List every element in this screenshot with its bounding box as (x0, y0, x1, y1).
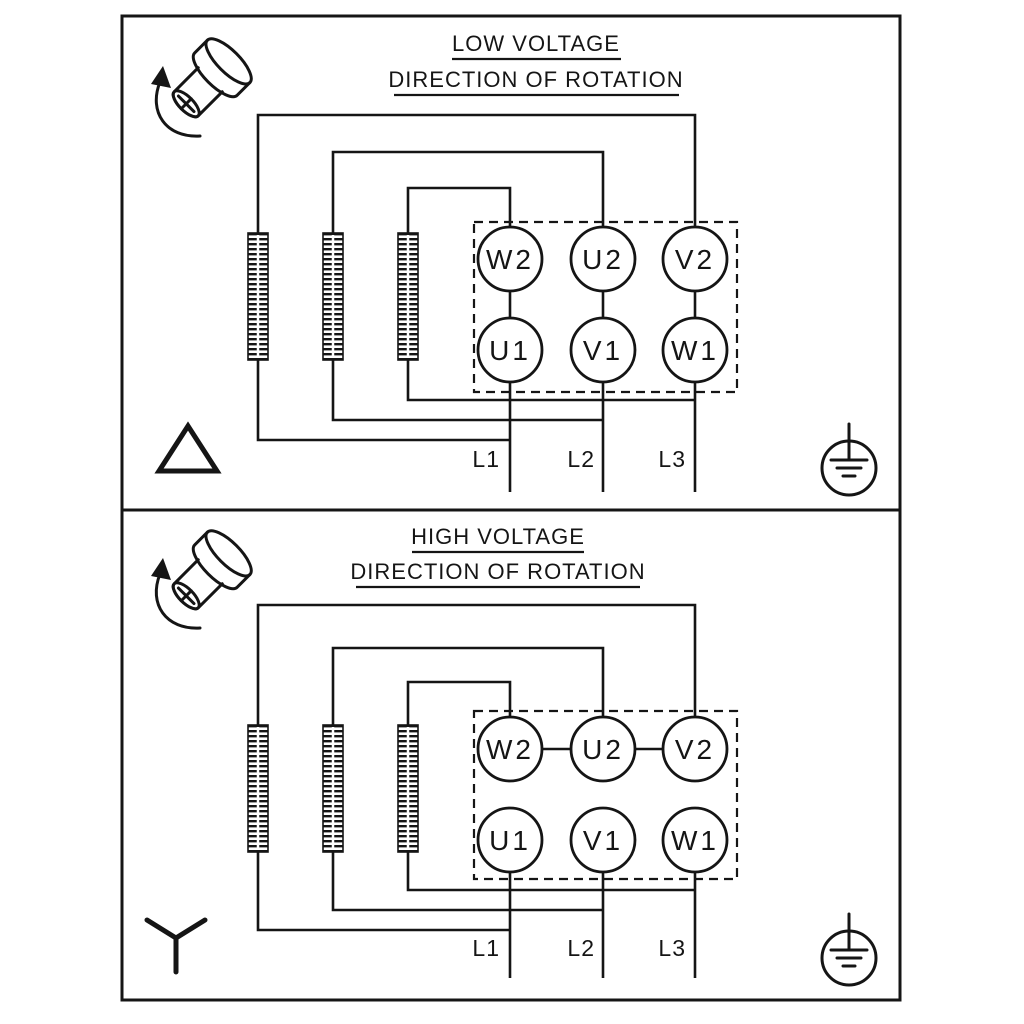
wire-phase-3 (406, 680, 695, 892)
terminal-box (472, 709, 739, 881)
terminal-label: U1 (489, 335, 531, 366)
panel-border (120, 508, 902, 1002)
terminal-W2 (476, 715, 544, 783)
winding-coil (396, 723, 420, 854)
terminal-label: W2 (486, 244, 534, 275)
rotation-direction-icon (149, 30, 260, 138)
terminal-V2 (661, 715, 729, 783)
line-label-L2: L2 (567, 446, 595, 472)
wire-phase-1 (256, 603, 697, 932)
terminal-V2 (661, 225, 729, 293)
line-label-L2: L2 (567, 935, 595, 961)
terminal-V1 (569, 316, 637, 384)
line-label-L3: L3 (658, 935, 686, 961)
terminal-label: U2 (582, 734, 624, 765)
line-label-L1: L1 (472, 935, 500, 961)
terminal-label: V2 (675, 244, 715, 275)
terminal-W1 (661, 316, 729, 384)
wire-phase-1 (256, 113, 697, 442)
terminal-box (472, 220, 739, 394)
terminal-W1 (661, 806, 729, 874)
earth-ground-icon (820, 912, 878, 987)
winding-wires (256, 113, 697, 492)
winding-coil (321, 723, 345, 854)
panel-subtitle: DIRECTION OF ROTATION (350, 559, 645, 584)
terminal-U1 (476, 806, 544, 874)
panel-title: HIGH VOLTAGE (411, 524, 585, 549)
panel-title: LOW VOLTAGE (452, 31, 620, 56)
winding-coil (246, 723, 270, 854)
terminal-W2 (476, 225, 544, 293)
winding-coil (396, 231, 420, 362)
panel-subtitle: DIRECTION OF ROTATION (388, 67, 683, 92)
terminal-U2 (569, 225, 637, 293)
terminal-label: W2 (486, 734, 534, 765)
winding-coil (321, 231, 345, 362)
terminal-label: W1 (671, 825, 719, 856)
terminal-label: W1 (671, 335, 719, 366)
terminal-label: V2 (675, 734, 715, 765)
terminal-label: V1 (583, 825, 623, 856)
panel-high-voltage: HIGH VOLTAGE DIRECTION OF ROTATION W2 U2… (120, 508, 902, 1002)
delta-connection-icon (154, 421, 222, 474)
line-label-L3: L3 (658, 446, 686, 472)
winding-coil (246, 231, 270, 362)
earth-ground-icon (820, 422, 878, 497)
star-connection-icon (144, 917, 208, 975)
rotation-direction-icon (149, 522, 260, 630)
wire-phase-3 (406, 186, 695, 402)
terminal-U1 (476, 316, 544, 384)
terminal-label: V1 (583, 335, 623, 366)
winding-wires (256, 603, 697, 978)
terminal-label: U1 (489, 825, 531, 856)
wire-phase-2 (331, 150, 605, 422)
terminal-label: U2 (582, 244, 624, 275)
terminal-U2 (569, 715, 637, 783)
line-label-L1: L1 (472, 446, 500, 472)
terminal-V1 (569, 806, 637, 874)
panel-low-voltage: LOW VOLTAGE DIRECTION OF ROTATION W2 U2 (120, 14, 902, 512)
wire-phase-2 (331, 646, 605, 912)
